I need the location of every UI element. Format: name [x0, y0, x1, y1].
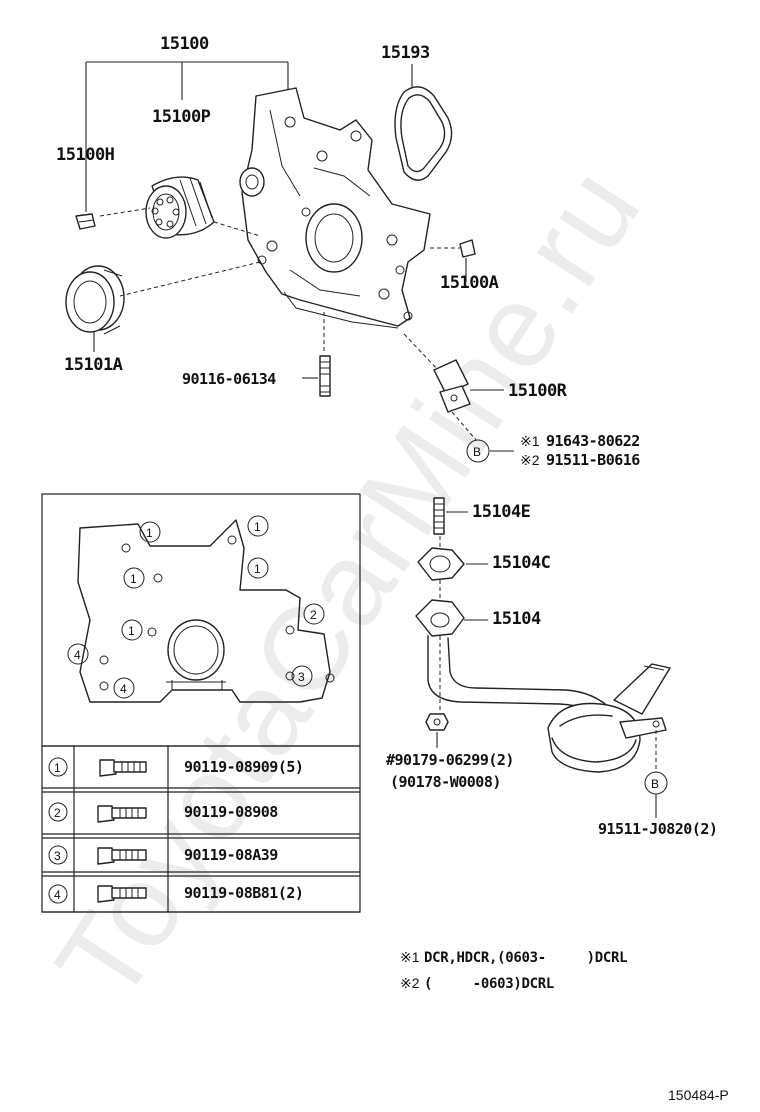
- inset-marker-4a[interactable]: 4: [67, 643, 89, 665]
- label-15104e[interactable]: 15104E: [472, 502, 531, 522]
- bolt-row-index: 1: [54, 761, 61, 775]
- label-15104c[interactable]: 15104C: [492, 553, 551, 573]
- callout-b-lower[interactable]: B: [644, 771, 668, 795]
- bolt-row-2[interactable]: 2 90119-08908: [48, 802, 279, 823]
- note1-text: DCR,HDCR,(0603- )DCRL: [424, 950, 627, 966]
- callout-b-lower-text: B: [651, 777, 659, 791]
- bolt-row-index: 3: [54, 849, 61, 863]
- oil-strainer-15104[interactable]: [415, 599, 671, 773]
- marker-text: 1: [130, 572, 137, 586]
- callout-b-upper[interactable]: B: [466, 439, 490, 463]
- note2-mark: ※2: [400, 975, 420, 991]
- inset-marker-1c[interactable]: 1: [123, 567, 145, 589]
- bolt-row-index: 2: [54, 806, 61, 820]
- inset-marker-4b[interactable]: 4: [113, 677, 135, 699]
- note1-part[interactable]: 91643-80622: [546, 432, 640, 450]
- bolt-part-number[interactable]: 90119-08B81(2): [184, 884, 304, 902]
- marker-text: 4: [74, 648, 81, 662]
- inset-marker-1e[interactable]: 1: [121, 619, 143, 641]
- note1-mark: ※1: [400, 949, 420, 965]
- bolt-row-4[interactable]: 4 90119-08B81(2): [48, 884, 304, 904]
- label-90179-06299[interactable]: #90179-06299(2): [386, 751, 514, 769]
- inset-marker-1b[interactable]: 1: [247, 515, 269, 537]
- marker-text: 1: [146, 526, 153, 540]
- label-90178-w0008[interactable]: (90178-W0008): [390, 773, 501, 791]
- nut-90179-06299[interactable]: [425, 713, 449, 731]
- inset-marker-2[interactable]: 2: [303, 603, 325, 625]
- marker-text: 2: [310, 608, 317, 622]
- label-15100[interactable]: 15100: [160, 34, 209, 54]
- note1-code: ※1: [520, 433, 540, 449]
- note2-part[interactable]: 91511-B0616: [546, 451, 641, 469]
- bolt-table: 1 90119-08909(5) 2 90119-08908 3 90119-0…: [42, 745, 360, 913]
- label-15100a[interactable]: 15100A: [440, 273, 499, 293]
- pin-15100a[interactable]: [459, 239, 476, 258]
- gasket-15104c[interactable]: [417, 547, 465, 581]
- oil-pump-body[interactable]: [239, 87, 431, 329]
- inset-marker-1a[interactable]: 1: [139, 521, 161, 543]
- marker-text: 3: [298, 670, 305, 684]
- label-90116-06134[interactable]: 90116-06134: [182, 370, 277, 388]
- figure-code: 150484-P: [668, 1087, 729, 1103]
- label-15104[interactable]: 15104: [492, 609, 541, 629]
- stud-15104e[interactable]: [433, 497, 445, 535]
- label-15193[interactable]: 15193: [381, 43, 430, 63]
- label-15101a[interactable]: 15101A: [64, 355, 123, 375]
- gasket-15193[interactable]: [394, 86, 453, 181]
- label-15100h[interactable]: 15100H: [56, 145, 115, 165]
- marker-text: 1: [254, 520, 261, 534]
- bolt-row-index: 4: [54, 888, 61, 902]
- marker-text: 1: [128, 624, 135, 638]
- plug-15100h: [75, 213, 96, 230]
- label-15100p[interactable]: 15100P: [152, 107, 211, 127]
- bolt-part-number[interactable]: 90119-08909(5): [184, 758, 304, 776]
- bolt-part-number[interactable]: 90119-08A39: [184, 846, 279, 864]
- rotor-15100p[interactable]: [145, 176, 215, 239]
- marker-text: 4: [120, 682, 127, 696]
- marker-text: 1: [254, 562, 261, 576]
- note2-text: ( -0603)DCRL: [424, 976, 554, 992]
- inset-marker-3[interactable]: 3: [291, 665, 313, 687]
- inset-marker-1d[interactable]: 1: [247, 557, 269, 579]
- bolt-part-number[interactable]: 90119-08908: [184, 803, 279, 821]
- label-91511-j0820[interactable]: 91511-J0820(2): [598, 820, 718, 838]
- bolt-row-1[interactable]: 1 90119-08909(5): [48, 757, 304, 777]
- relief-valve-15100r[interactable]: [433, 359, 471, 413]
- stud-90116-06134[interactable]: [319, 355, 331, 397]
- label-15100r[interactable]: 15100R: [508, 381, 568, 401]
- note2-code: ※2: [520, 452, 540, 468]
- callout-b-upper-text: B: [473, 445, 481, 459]
- bolt-row-3[interactable]: 3 90119-08A39: [48, 845, 279, 865]
- bracket-15100: 15100: [85, 34, 289, 212]
- oil-seal-15101a[interactable]: [65, 265, 125, 335]
